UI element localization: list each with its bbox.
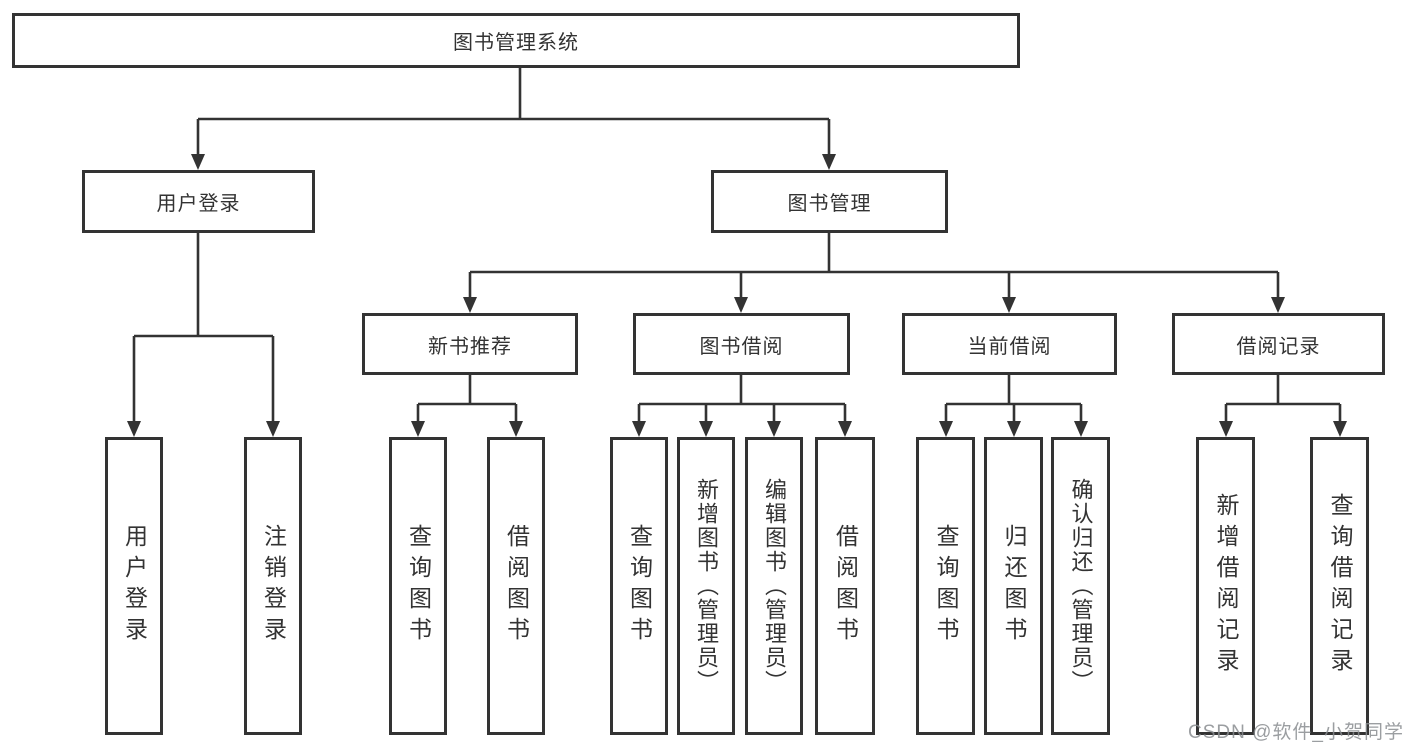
node-borrow-records: 借阅记录 (1172, 313, 1385, 375)
leaf-label: 查询图书 (405, 524, 432, 648)
leaf-label: 确认归还（管理员） (1068, 478, 1094, 694)
leaf-label: 编辑图书（管理员） (762, 478, 787, 694)
node-leaf-logout: 注销登录 (244, 437, 302, 735)
arrowhead-icons (127, 154, 1347, 437)
leaf-label: 注销登录 (260, 524, 287, 648)
leaf-label: 借阅图书 (503, 524, 530, 648)
node-leaf-add-borrow-record: 新增借阅记录 (1196, 437, 1255, 735)
leaf-label: 新增借阅记录 (1213, 493, 1239, 679)
node-leaf-query-books-1: 查询图书 (389, 437, 447, 735)
node-book-borrow: 图书借阅 (633, 313, 850, 375)
leaf-label: 查询借阅记录 (1327, 493, 1353, 679)
node-leaf-query-books-3: 查询图书 (916, 437, 975, 735)
leaf-label: 查询图书 (626, 524, 653, 648)
leaf-label: 新增图书（管理员） (694, 478, 719, 694)
csdn-watermark: CSDN @软件_小贺同学 (1188, 722, 1404, 743)
node-root: 图书管理系统 (12, 13, 1020, 68)
node-leaf-confirm-return-admin: 确认归还（管理员） (1051, 437, 1110, 735)
node-leaf-query-borrow-record: 查询借阅记录 (1310, 437, 1369, 735)
leaf-label: 归还图书 (1001, 524, 1027, 648)
node-leaf-return-books: 归还图书 (984, 437, 1043, 735)
node-current-borrow: 当前借阅 (902, 313, 1117, 375)
leaf-label: 查询图书 (933, 524, 959, 648)
node-leaf-query-books-2: 查询图书 (610, 437, 668, 735)
node-leaf-add-books-admin: 新增图书（管理员） (677, 437, 735, 735)
node-leaf-borrow-books-2: 借阅图书 (815, 437, 875, 735)
node-user-login: 用户登录 (82, 170, 315, 233)
node-book-management: 图书管理 (711, 170, 948, 233)
node-new-book-recommend: 新书推荐 (362, 313, 578, 375)
leaf-label: 用户登录 (121, 524, 148, 648)
node-leaf-user-login: 用户登录 (105, 437, 163, 735)
node-leaf-edit-books-admin: 编辑图书（管理员） (745, 437, 803, 735)
leaf-label: 借阅图书 (832, 524, 859, 648)
node-leaf-borrow-books-1: 借阅图书 (487, 437, 545, 735)
